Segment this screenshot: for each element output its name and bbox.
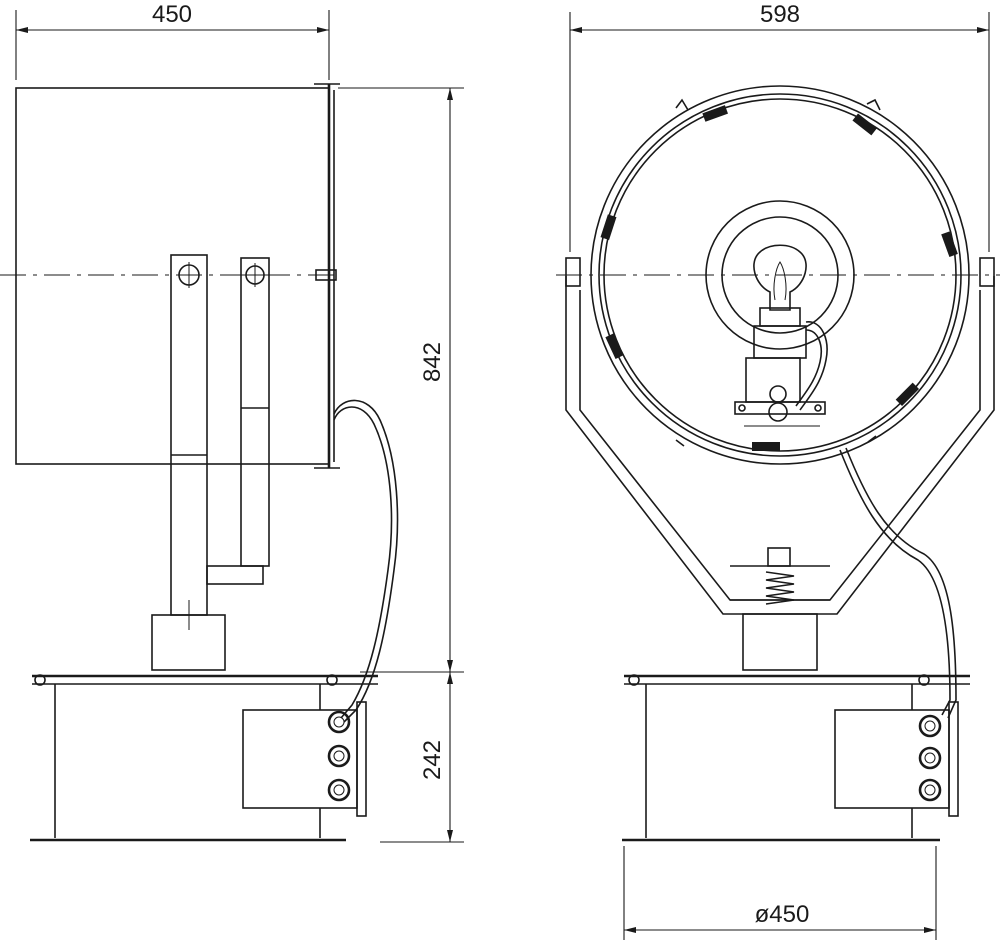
dimension-side-width: 450 [15, 1, 330, 80]
dim-label-side-width: 450 [152, 1, 192, 28]
dim-label-front-width: 598 [760, 1, 800, 28]
front-cable [839, 449, 951, 716]
side-cable [333, 406, 393, 719]
front-junction-box [834, 709, 950, 809]
side-lamp-housing [15, 87, 330, 465]
side-cable-glands [327, 710, 351, 802]
dimension-base-diameter: ø450 [623, 846, 937, 940]
dimension-front-width: 598 [569, 1, 990, 252]
front-cable-glands [918, 714, 942, 802]
side-junction-box [242, 709, 358, 809]
dimension-base-height: 242 [380, 672, 464, 843]
front-spring [765, 571, 795, 605]
front-retaining-clips [600, 105, 958, 451]
front-view [556, 85, 1000, 842]
side-view [0, 83, 399, 842]
dim-label-base-diameter: ø450 [755, 901, 810, 928]
side-yoke-arm-rear [240, 257, 270, 567]
front-bulb [753, 244, 807, 311]
dim-label-total-height: 842 [419, 342, 446, 382]
side-yoke-arm-front [170, 254, 208, 616]
front-pivot-block [742, 613, 818, 671]
dim-label-base-height: 242 [419, 740, 446, 780]
dimension-total-height: 842 [338, 87, 464, 673]
